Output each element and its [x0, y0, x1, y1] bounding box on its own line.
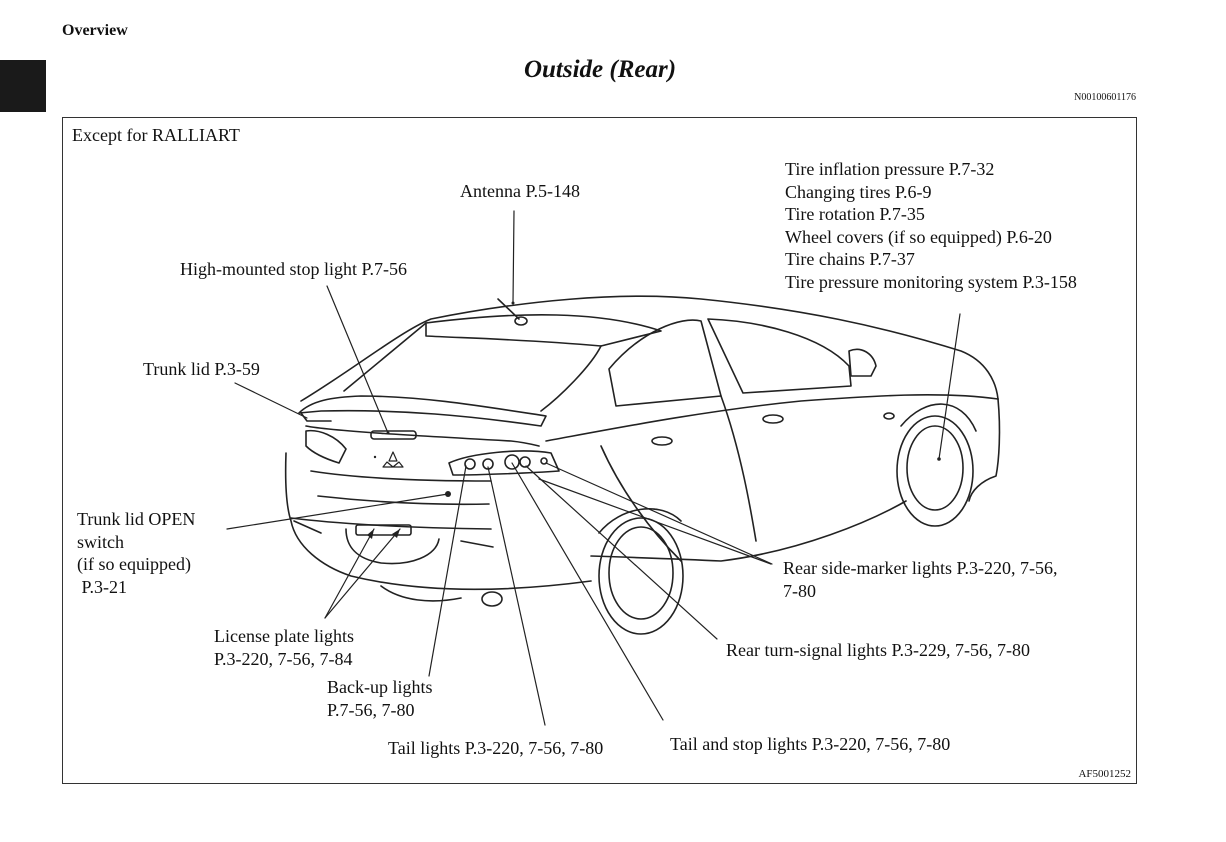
variant-note: Except for RALLIART — [72, 125, 240, 145]
label-tire-references: Tire inflation pressure P.7-32 Changing … — [785, 159, 1077, 292]
document-id: N00100601176 — [1074, 92, 1136, 103]
label-tail-lights: Tail lights P.3-220, 7-56, 7-80 — [388, 738, 604, 758]
page-title: Outside (Rear) — [523, 56, 677, 83]
label-rear-side-marker-lights: Rear side-marker lights P.3-220, 7-56, 7… — [783, 558, 1058, 601]
figure-frame: Except for RALLIART Antenna P.5-148 High… — [62, 117, 1137, 784]
label-rear-turn-signal-lights: Rear turn-signal lights P.3-229, 7-56, 7… — [726, 640, 1030, 660]
figure-code: AF5001252 — [1078, 768, 1131, 780]
label-license-plate-lights: License plate lights P.3-220, 7-56, 7-84 — [214, 626, 354, 669]
car-rear-illustration — [226, 210, 1001, 726]
label-trunk-lid: Trunk lid P.3-59 — [143, 359, 260, 379]
chapter-tab-marker — [0, 60, 46, 112]
label-back-up-lights: Back-up lights P.7-56, 7-80 — [327, 677, 433, 720]
label-high-mounted-stop-light: High-mounted stop light P.7-56 — [180, 259, 408, 279]
label-tail-and-stop-lights: Tail and stop lights P.3-220, 7-56, 7-80 — [670, 734, 951, 754]
section-label: Overview — [62, 22, 128, 39]
label-antenna: Antenna P.5-148 — [460, 181, 580, 201]
label-trunk-lid-open-switch: Trunk lid OPEN switch (if so equipped) P… — [77, 509, 196, 597]
